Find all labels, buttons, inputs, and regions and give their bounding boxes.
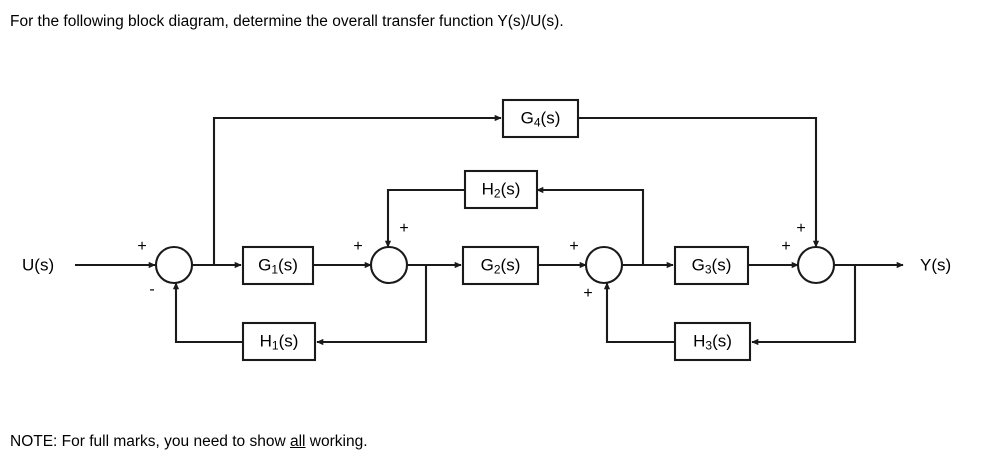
wire-tap-to-h3 bbox=[751, 265, 857, 346]
block-diagram: G1(s) G2(s) G3(s) G4(s) H1(s) bbox=[0, 55, 985, 415]
block-h2[interactable] bbox=[463, 169, 539, 210]
wire-tap-to-h1 bbox=[316, 265, 428, 346]
block-h3-label: H3(s) bbox=[693, 332, 732, 353]
note-emphasis: all bbox=[289, 433, 306, 450]
block-h1[interactable] bbox=[241, 321, 317, 362]
block-g2-label: G2(s) bbox=[481, 256, 521, 277]
note-text: NOTE: For full marks, you need to show a… bbox=[10, 432, 368, 451]
block-g1[interactable] bbox=[241, 245, 315, 286]
wire-tap-to-g4 bbox=[212, 114, 502, 265]
sign-sum3-plus-left: + bbox=[569, 238, 578, 255]
block-g3[interactable] bbox=[673, 245, 750, 286]
sign-sum3-plus-bottom: + bbox=[583, 285, 592, 302]
input-label: U(s) bbox=[22, 255, 54, 274]
block-g3-label: G3(s) bbox=[692, 256, 732, 277]
sign-sum2-plus-top: + bbox=[399, 220, 408, 237]
sign-sum1-plus: + bbox=[137, 238, 146, 255]
block-h2-label: H2(s) bbox=[482, 180, 521, 201]
summing-junction-3[interactable] bbox=[584, 245, 624, 285]
wire-h3-to-sum3 bbox=[603, 282, 675, 344]
wire-g4-to-sum4 bbox=[578, 116, 820, 248]
summing-junction-1[interactable] bbox=[154, 245, 194, 285]
wire-h2-to-sum2 bbox=[384, 188, 465, 248]
question-prompt: For the following block diagram, determi… bbox=[10, 13, 564, 30]
sign-sum4-plus-left: + bbox=[781, 238, 790, 255]
wire-h1-to-sum1 bbox=[172, 282, 243, 344]
block-g1-label: G1(s) bbox=[258, 256, 298, 277]
sign-sum2-plus-left: + bbox=[353, 238, 362, 255]
summing-junction-2[interactable] bbox=[369, 245, 409, 285]
wire-tap-to-h2 bbox=[536, 186, 645, 265]
sign-sum4-plus-top: + bbox=[796, 220, 805, 237]
block-g2[interactable] bbox=[461, 245, 540, 286]
note-suffix: working. bbox=[305, 433, 368, 450]
block-h3[interactable] bbox=[673, 321, 752, 362]
block-h1-label: H1(s) bbox=[260, 332, 299, 353]
output-label: Y(s) bbox=[920, 255, 951, 274]
note-prefix: NOTE: For full marks, you need to show bbox=[10, 433, 290, 450]
sign-sum1-minus: - bbox=[149, 281, 154, 298]
block-g4-label: G4(s) bbox=[521, 109, 561, 130]
summing-junction-4[interactable] bbox=[796, 245, 836, 285]
block-g4[interactable] bbox=[501, 98, 580, 139]
block-diagram-svg: G1(s) G2(s) G3(s) G4(s) H1(s) bbox=[22, 98, 951, 362]
